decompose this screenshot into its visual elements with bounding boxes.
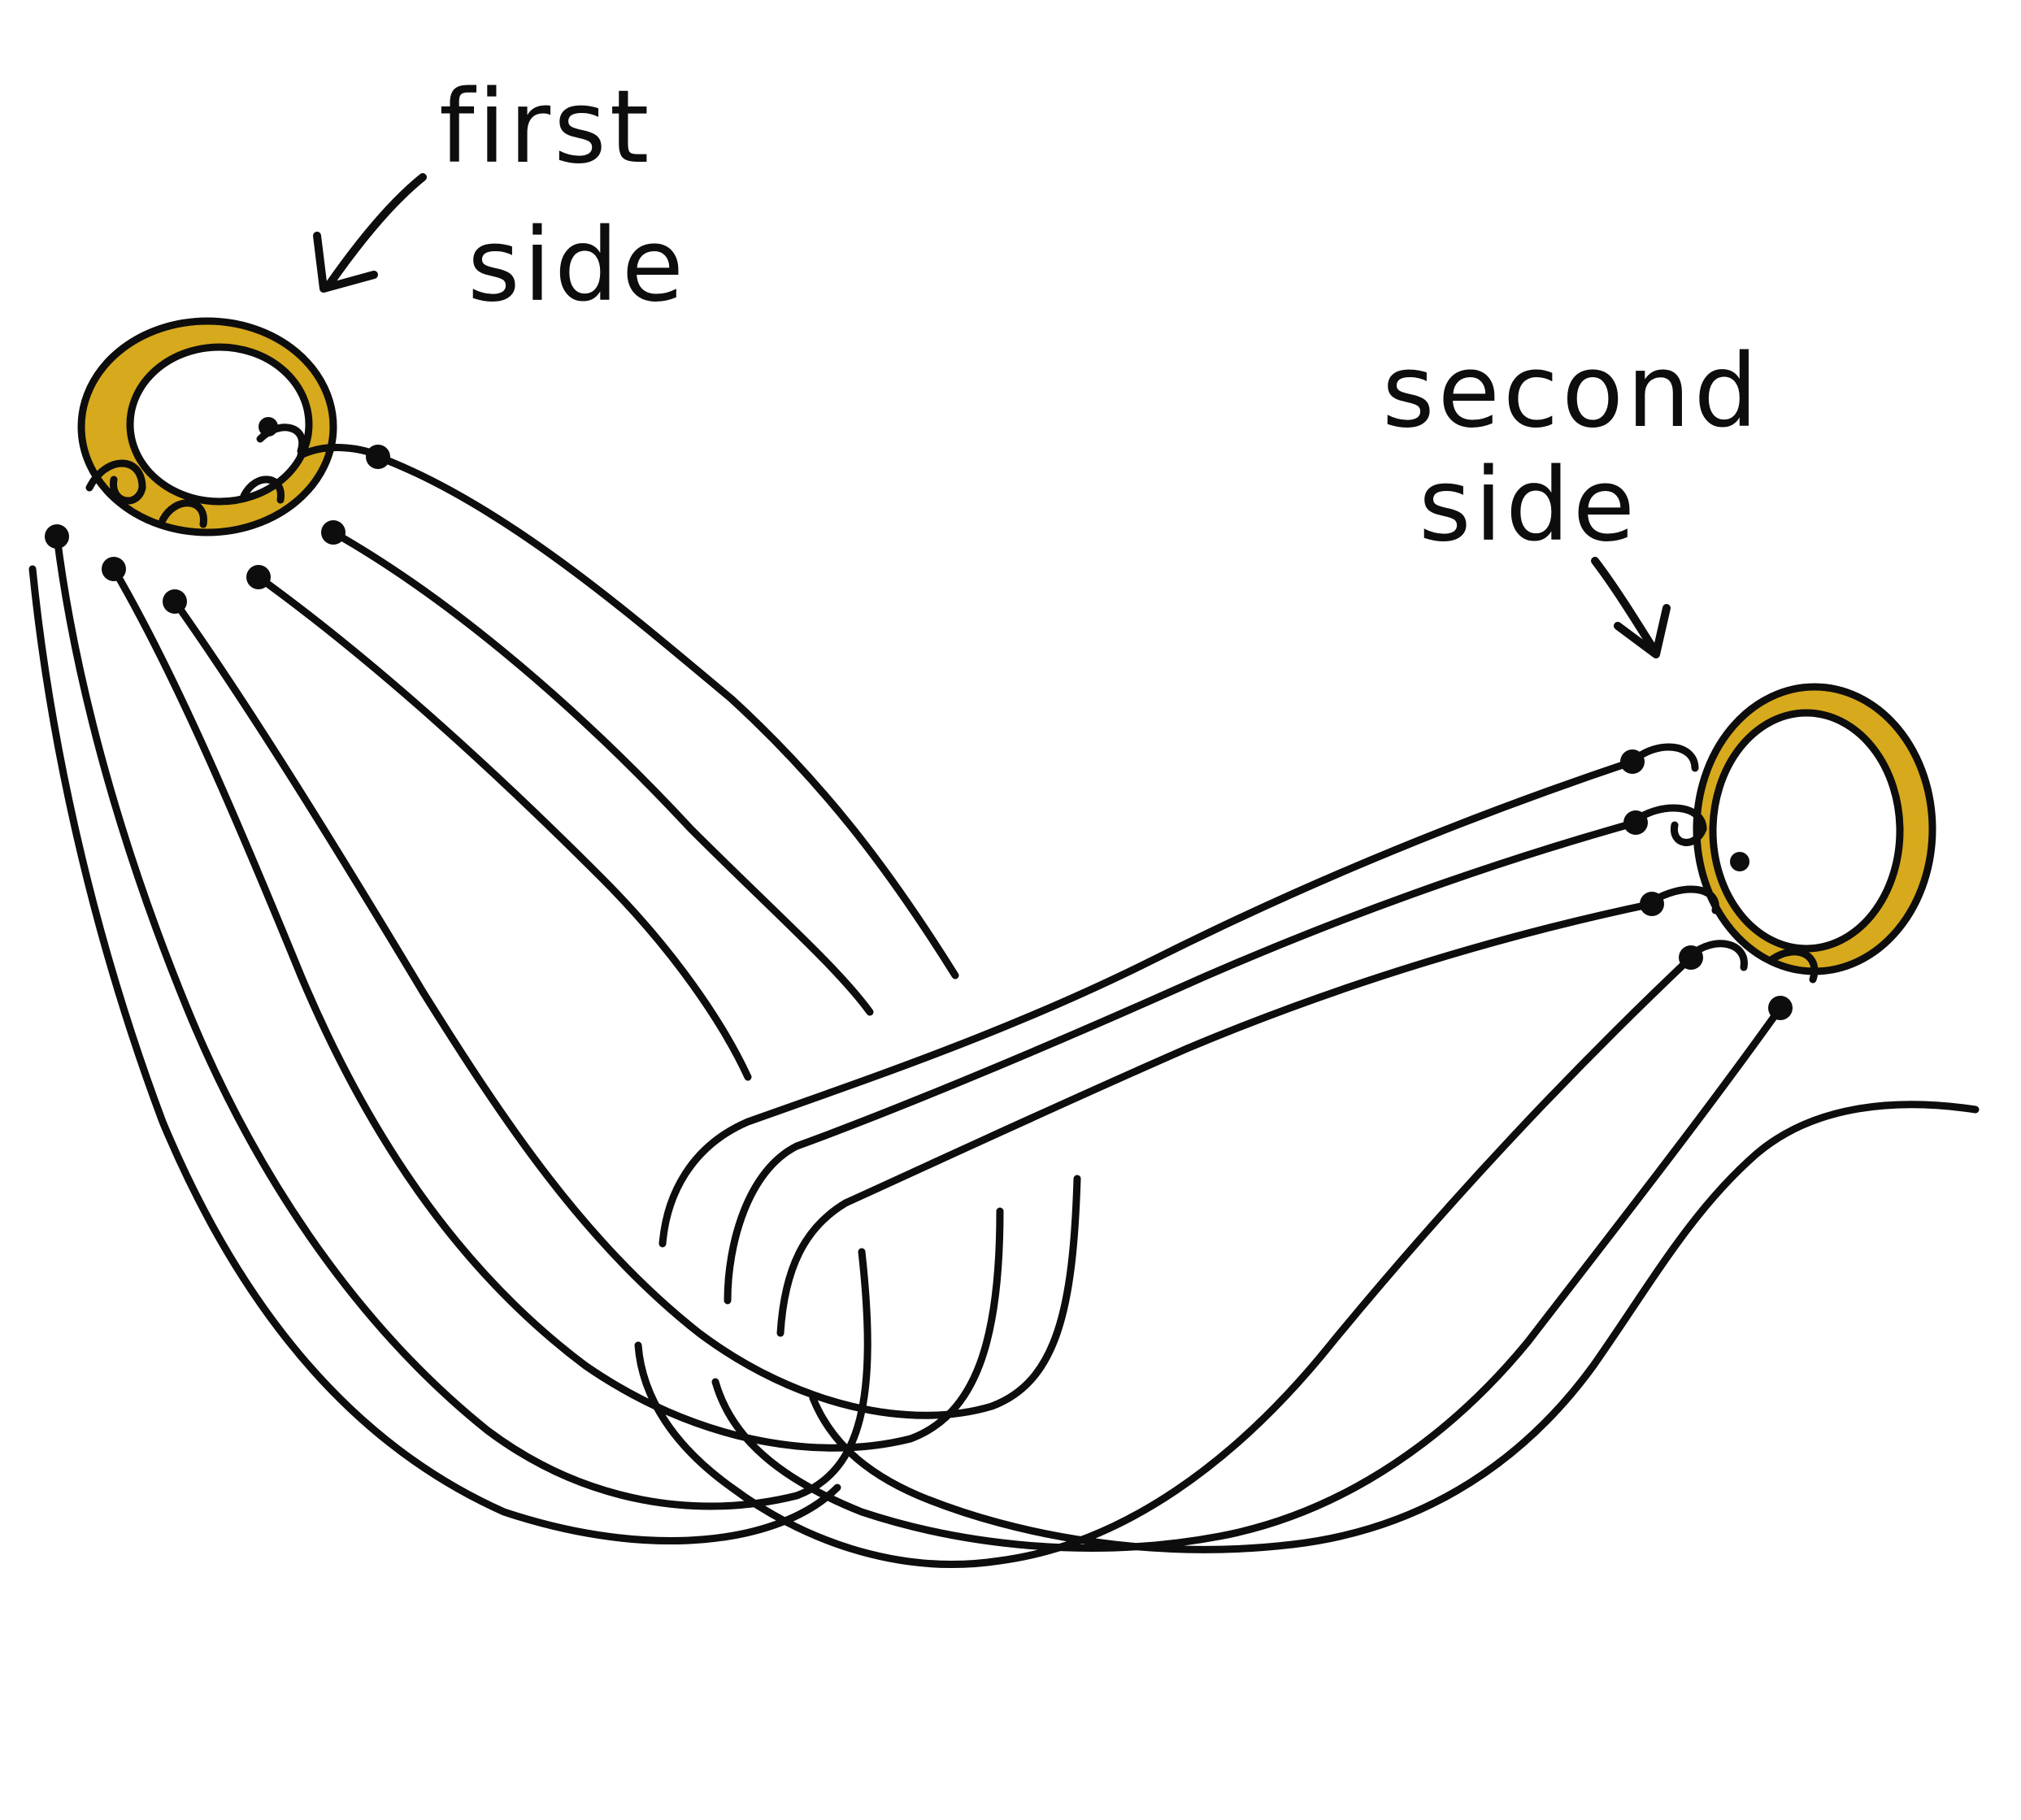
second-side-arrow — [1591, 557, 1671, 658]
first-side-arrow — [313, 173, 427, 293]
second-ring — [1693, 683, 1936, 975]
second-side-label-line2: side — [1419, 447, 1639, 564]
first-side-label-line2: side — [467, 207, 688, 324]
first-side-label-line1: first — [439, 69, 653, 186]
second-side-label-line1: second — [1382, 333, 1762, 450]
second-side-strings — [634, 758, 1980, 1568]
first-side-strings — [28, 453, 1081, 1545]
